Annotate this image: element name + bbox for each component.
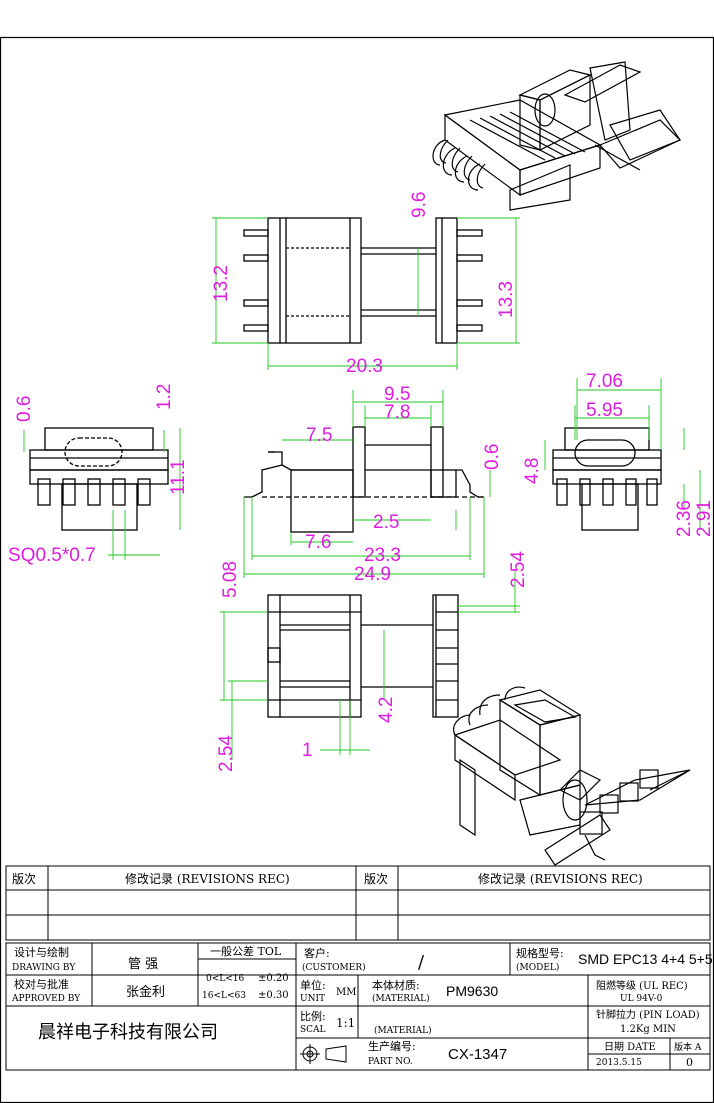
customer-label-en: (CUSTOMER) — [302, 962, 366, 973]
rev-value: 0 — [686, 1056, 693, 1069]
dim-bottom-1: 1 — [302, 740, 313, 761]
tol-row1-range: 0<L<16 — [206, 974, 245, 984]
isometric-view-top — [432, 61, 682, 211]
tol-row1-value: ±0.20 — [258, 973, 289, 984]
approved-value: 张金利 — [126, 984, 165, 1000]
front-view — [244, 426, 484, 533]
material-label-en: (MATERIAL) — [372, 993, 430, 1004]
drawn-by-label-cn: 设计与绘制 — [14, 945, 69, 959]
dim-front-24-9: 24.9 — [354, 564, 391, 585]
bottom-view-dimensions — [220, 570, 520, 760]
pin-load-label: 针脚拉力 (PIN LOAD) — [596, 1008, 700, 1021]
isometric-view-bottom — [453, 686, 691, 866]
dim-bottom-5-08: 5.08 — [220, 561, 241, 598]
rev-header-left-no: 版次 — [12, 872, 36, 886]
dim-top-gap: 9.6 — [409, 192, 430, 218]
drawn-by-label-en: DRAWING BY — [12, 963, 76, 973]
rev-header-right-no: 版次 — [364, 872, 388, 886]
dim-front-9-5: 9.5 — [384, 384, 410, 405]
customer-value: / — [418, 952, 425, 973]
dim-side-left-height: 11.1 — [168, 459, 189, 495]
approved-label-cn: 校对与批准 — [14, 977, 69, 991]
dim-bottom-2-54-left: 2.54 — [216, 735, 237, 772]
left-side-view — [29, 427, 169, 531]
dim-top-height-left: 13.2 — [211, 265, 232, 302]
material2-label: (MATERIAL) — [374, 1025, 432, 1036]
unit-value: MM — [336, 987, 356, 998]
model-label-en: (MODEL) — [516, 962, 559, 973]
part-label-en: PART NO. — [368, 1057, 413, 1067]
company-name: 晨祥电子科技有限公司 — [38, 1022, 218, 1043]
approved-label-en: APPROVED BY — [11, 994, 81, 1004]
flame-value: UL 94V-0 — [620, 994, 663, 1004]
dim-bottom-2-54-right: 2.54 — [508, 551, 529, 588]
dim-bottom-4-2: 4.2 — [376, 697, 397, 723]
scale-label-en: SCAL — [300, 1025, 326, 1035]
date-label: 日期 DATE — [604, 1041, 656, 1053]
part-value: CX-1347 — [448, 1046, 507, 1063]
dim-right-5-95: 5.95 — [586, 400, 623, 421]
rev-label: 版本 A — [674, 1041, 702, 1053]
model-value: SMD EPC13 4+4 5+5 — [578, 951, 713, 967]
pin-load-value: 1.2Kg MIN — [620, 1024, 676, 1035]
tol-row2-range: 16<L<63 — [202, 991, 246, 1001]
dim-right-2-36: 2.36 — [674, 500, 695, 537]
dim-sq-label: SQ0.5*0.7 — [8, 545, 96, 566]
dim-right-2-91: 2.91 — [694, 500, 714, 537]
dim-right-4-8: 4.8 — [522, 458, 543, 484]
rev-header-right-title: 修改记录 (REVISIONS REC) — [478, 871, 643, 886]
front-view-dimensions — [243, 390, 491, 578]
unit-label-en: UNIT — [300, 994, 325, 1004]
dim-right-7-06: 7.06 — [586, 371, 623, 392]
dim-front-7-6: 7.6 — [305, 532, 331, 553]
drawn-by-value: 管 强 — [128, 957, 158, 972]
left-side-dimensions — [23, 428, 181, 560]
tol-row2-value: ±0.30 — [258, 990, 289, 1001]
dim-top-width: 20.3 — [346, 356, 383, 377]
rev-header-left-title: 修改记录 (REVISIONS REC) — [125, 871, 290, 886]
top-view — [243, 217, 483, 344]
bottom-view — [267, 594, 459, 718]
title-block-grid — [5, 942, 711, 1071]
model-label-cn: 规格型号: — [516, 946, 564, 960]
first-angle-projection-icon — [300, 1044, 347, 1064]
revisions-table — [5, 865, 711, 941]
right-side-view — [552, 427, 662, 531]
flame-label: 阻燃等级 (UL REC) — [596, 979, 688, 992]
tol-title: 一般公差 TOL — [210, 944, 282, 958]
top-view-dimensions — [212, 217, 520, 370]
dim-front-23-3: 23.3 — [364, 545, 401, 566]
material-value: PM9630 — [446, 983, 498, 999]
part-label-cn: 生产编号: — [368, 1039, 416, 1053]
scale-label-cn: 比例: — [300, 1009, 326, 1023]
material-label-cn: 本体材质: — [372, 978, 420, 992]
dim-top-height-right: 13.3 — [496, 281, 517, 318]
right-side-dimensions — [544, 378, 701, 530]
dim-side-left-top: 0.6 — [14, 396, 35, 422]
unit-label-cn: 单位: — [300, 978, 326, 992]
customer-label-cn: 客户: — [304, 946, 330, 960]
dim-front-2-5: 2.5 — [373, 512, 399, 533]
dim-front-7-5: 7.5 — [306, 425, 332, 446]
dim-side-left-right: 1.2 — [154, 384, 175, 410]
date-value: 2013.5.15 — [596, 1058, 642, 1068]
scale-value: 1:1 — [336, 1016, 355, 1030]
dim-front-7-8: 7.8 — [384, 402, 410, 423]
dim-front-0-6: 0.6 — [482, 444, 503, 470]
